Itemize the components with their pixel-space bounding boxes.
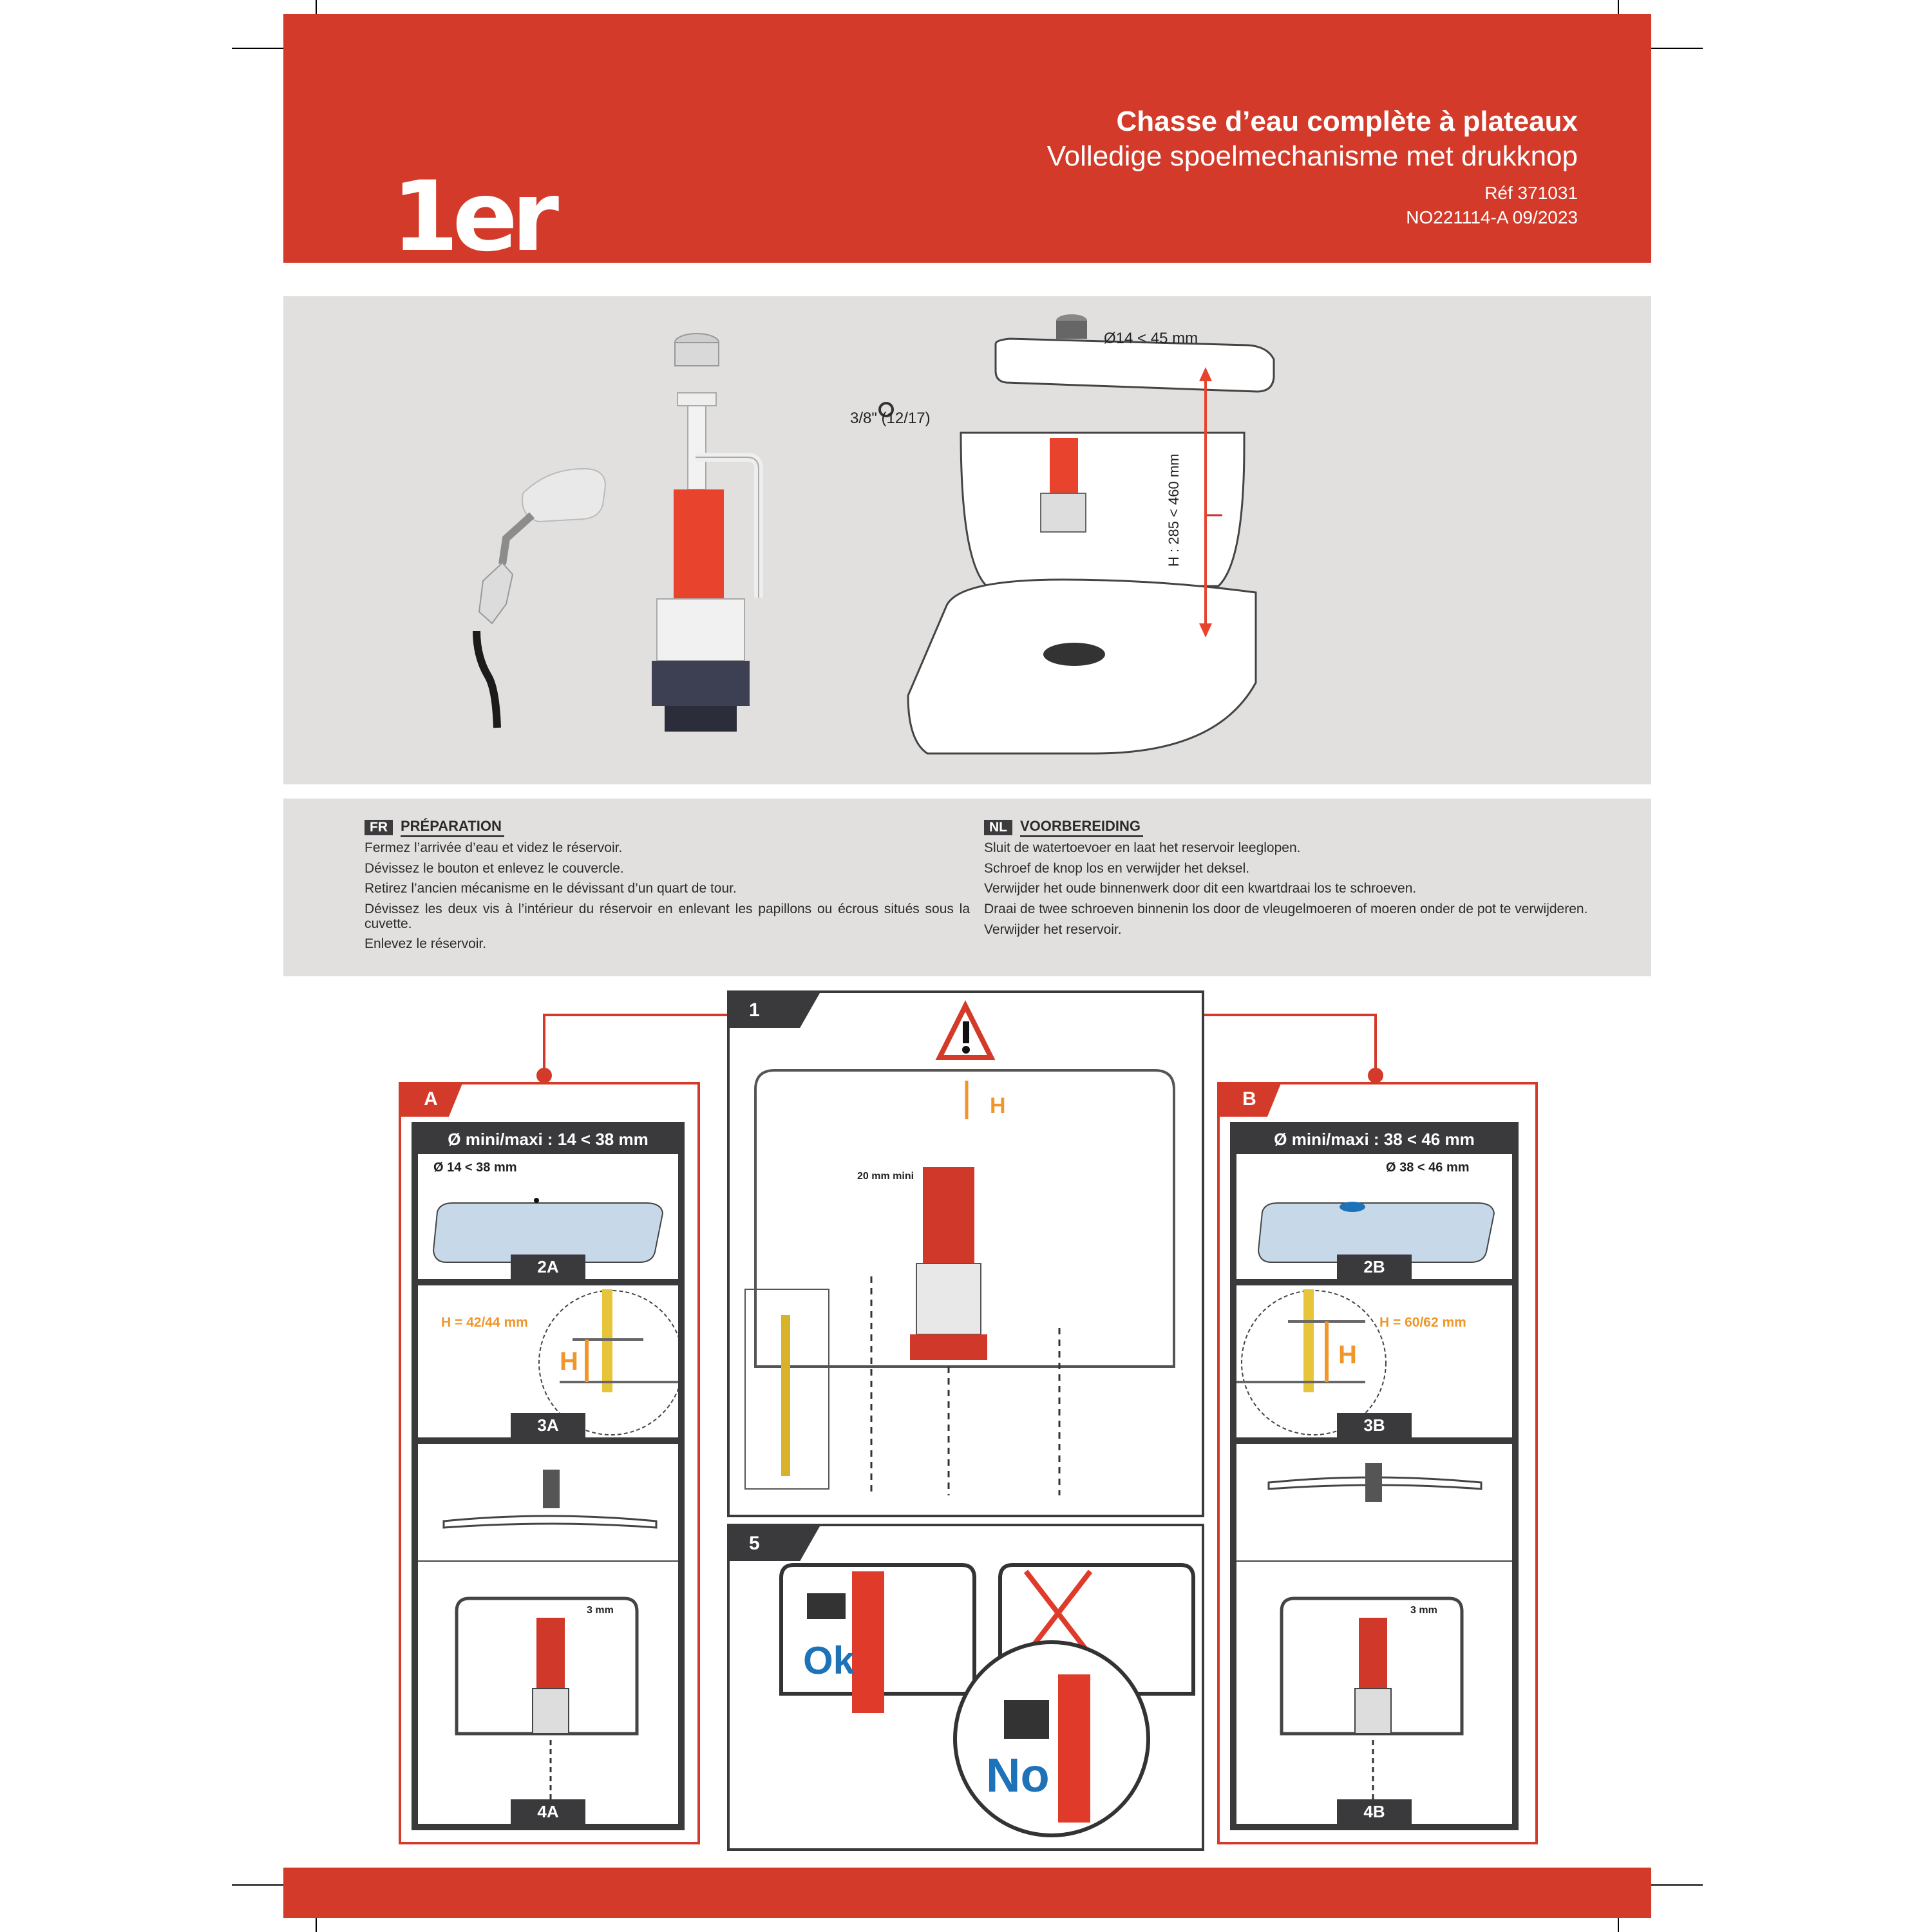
step-3-cell: H = 42/44 mm H 3A [418, 1285, 678, 1437]
option-tab: B [1217, 1082, 1282, 1117]
crop-mark [1632, 48, 1703, 49]
step-label: 2A [511, 1255, 585, 1279]
h-letter: H [1338, 1341, 1357, 1369]
connector-line [543, 1014, 727, 1016]
connector-dot [536, 1068, 552, 1083]
ok-label: Ok [803, 1639, 855, 1682]
height-measurement-illustration [538, 1289, 678, 1435]
step-3-cell: H = 60/62 mm H 3B [1236, 1285, 1512, 1437]
fill-valve-image [473, 468, 607, 728]
connector-line [1374, 1014, 1377, 1078]
hole-diameter-label: Ø 14 < 38 mm [433, 1160, 517, 1175]
prep-step: Enlevez le réservoir. [365, 936, 487, 952]
step-2-cell: Ø 38 < 46 mm 2B [1236, 1154, 1512, 1279]
gap-label: 3 mm [587, 1605, 614, 1616]
option-b-frame: B Ø mini/maxi : 38 < 46 mm Ø 38 < 46 mm … [1217, 1082, 1538, 1844]
preparation-nl: NL VOORBEREIDING Sluit de watertoevoer e… [984, 818, 1589, 943]
prep-step: Sluit de watertoevoer en laat het reserv… [984, 840, 1301, 855]
installation-illustration [418, 1470, 678, 1804]
preparation-heading-nl: VOORBEREIDING [1020, 818, 1144, 837]
prep-step: Dévissez les deux vis à l’intérieur du r… [365, 902, 970, 931]
prep-step: Schroef de knop los en verwijder het dek… [984, 860, 1250, 876]
min-distance-label: 20 mm mini [857, 1171, 914, 1182]
height-measurement-illustration [1236, 1289, 1387, 1435]
header-banner: 1er Chasse d’eau complète à plateaux Vol… [283, 14, 1651, 273]
no-label: No [986, 1748, 1050, 1802]
step-label: 3B [1337, 1413, 1412, 1437]
step-1-illustration [744, 1000, 1175, 1495]
step-5-panel: 5 Ok No [727, 1524, 1204, 1851]
cistern-lid-illustration [432, 1198, 664, 1263]
title-nl: Volledige spoelmechanisme met drukknop [1046, 140, 1578, 172]
brand-logo: 1er [392, 161, 559, 273]
option-b-panel: Ø mini/maxi : 38 < 46 mm Ø 38 < 46 mm 2B… [1230, 1122, 1519, 1830]
step-5-illustration [779, 1563, 1195, 1837]
option-header: Ø mini/maxi : 14 < 38 mm [448, 1130, 649, 1149]
gap-label: 3 mm [1410, 1605, 1437, 1616]
prep-step: Draai de twee schroeven binnenin los doo… [984, 902, 1588, 917]
crop-mark [232, 1884, 303, 1886]
thread-size-label: 3/8" (12/17) [850, 410, 931, 427]
step-4-cell: 3 mm 4A [418, 1444, 678, 1824]
footer-banner [283, 1868, 1651, 1918]
option-a-panel: Ø mini/maxi : 14 < 38 mm Ø 14 < 38 mm 2A… [412, 1122, 685, 1830]
step-4-cell: 3 mm 4B [1236, 1444, 1512, 1824]
document-code: NO221114-A 09/2023 [1406, 207, 1578, 227]
option-header: Ø mini/maxi : 38 < 46 mm [1274, 1130, 1475, 1149]
connector-dot [1368, 1068, 1383, 1083]
height-value: H = 42/44 mm [441, 1315, 528, 1330]
tank-height-label: H : 285 < 460 mm [1166, 453, 1182, 567]
prep-step: Verwijder het oude binnenwerk door dit e… [984, 881, 1417, 896]
step-2-cell: Ø 14 < 38 mm 2A [418, 1154, 678, 1279]
prep-step: Retirez l’ancien mécanisme en le dévissa… [365, 881, 737, 896]
height-value: H = 60/62 mm [1379, 1315, 1466, 1330]
lang-badge-fr: FR [365, 820, 393, 835]
step-label: 3A [511, 1413, 585, 1437]
option-tab: A [399, 1082, 463, 1117]
h-label: H [990, 1094, 1006, 1118]
preparation-fr: FR PRÉPARATION Fermez l’arrivée d’eau et… [365, 818, 970, 958]
lang-badge-nl: NL [984, 820, 1012, 835]
step-label: 4A [511, 1799, 585, 1824]
h-letter: H [560, 1347, 578, 1376]
crop-mark [232, 48, 303, 49]
connector-line [1199, 1014, 1377, 1016]
crop-mark [1632, 1884, 1703, 1886]
prep-step: Verwijder het reservoir. [984, 922, 1122, 937]
prep-step: Fermez l’arrivée d’eau et videz le réser… [365, 840, 623, 855]
product-illustration [473, 314, 1275, 755]
preparation-section: FR PRÉPARATION Fermez l’arrivée d’eau et… [283, 799, 1651, 976]
connector-line [543, 1014, 545, 1078]
prep-step: Dévissez le bouton et enlevez le couverc… [365, 860, 624, 876]
title-fr: Chasse d’eau complète à plateaux [1116, 106, 1578, 137]
step-label: 4B [1337, 1799, 1412, 1824]
installation-illustration [1236, 1463, 1512, 1804]
product-reference: Réf 371031 [1484, 183, 1578, 203]
button-diameter-label: Ø14 < 45 mm [1104, 330, 1198, 347]
tank-exploded-view [878, 314, 1275, 755]
hole-diameter-label: Ø 38 < 46 mm [1386, 1160, 1470, 1175]
preparation-heading-fr: PRÉPARATION [401, 818, 504, 837]
step-label: 2B [1337, 1255, 1412, 1279]
flush-valve-image [652, 333, 763, 732]
step-1-panel: 1 H 20 mm mini [727, 990, 1204, 1517]
cistern-lid-illustration [1257, 1202, 1495, 1263]
product-overview-panel: Ø14 < 45 mm 3/8" (12/17) H : 285 < 460 m… [283, 296, 1651, 784]
option-a-frame: A Ø mini/maxi : 14 < 38 mm Ø 14 < 38 mm … [399, 1082, 700, 1844]
